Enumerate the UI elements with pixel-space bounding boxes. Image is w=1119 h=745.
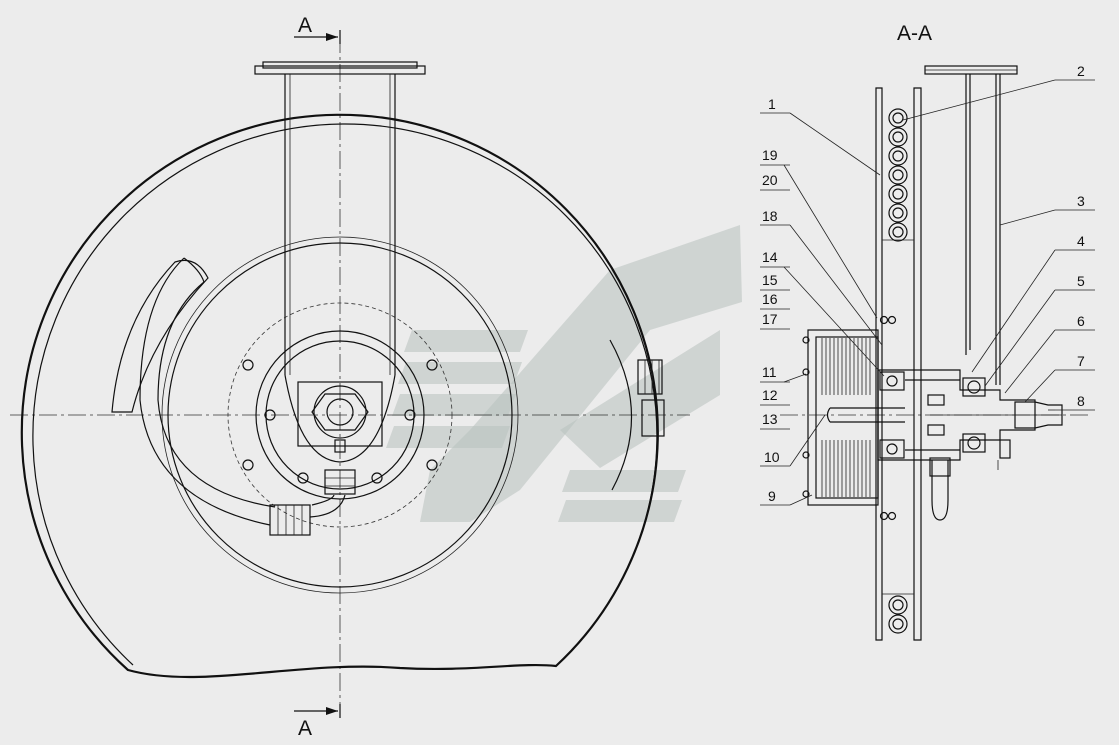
- callout-20: 20: [762, 172, 778, 188]
- bottom-fitting: [324, 469, 356, 495]
- callout-10: 10: [764, 449, 780, 465]
- callout-11: 11: [762, 364, 777, 380]
- section-arrow-top: A: [294, 14, 341, 44]
- callout-16: 16: [762, 291, 778, 307]
- hose-coils-bottom: [888, 595, 908, 634]
- section-view: [780, 65, 1090, 641]
- reel-outer-disc: [20, 113, 659, 679]
- callout-1: 1: [768, 96, 776, 112]
- callout-13: 13: [762, 411, 778, 427]
- callout-5: 5: [1077, 273, 1085, 289]
- callout-7: 7: [1077, 353, 1085, 369]
- callout-6: 6: [1077, 313, 1085, 329]
- top-flange: [254, 65, 426, 75]
- callout-19: 19: [762, 147, 778, 163]
- callout-9: 9: [768, 488, 776, 504]
- callout-14: 14: [762, 249, 778, 265]
- side-fitting-upper: [637, 359, 663, 395]
- section-title: A-A: [897, 22, 932, 45]
- section-letter-bottom: A: [298, 717, 312, 740]
- callout-18: 18: [762, 208, 778, 224]
- hose-coils-top: [888, 108, 908, 242]
- hub-shaft: [877, 369, 1036, 461]
- hose: [139, 257, 271, 526]
- hub-disc: [167, 242, 513, 588]
- callout-15: 15: [762, 272, 778, 288]
- callout-8: 8: [1077, 393, 1085, 409]
- callout-3: 3: [1077, 193, 1085, 209]
- center-bracket: [297, 381, 383, 447]
- callout-2: 2: [1077, 63, 1085, 79]
- hub-bolts: [242, 359, 438, 484]
- section-arrow-bottom: A: [294, 704, 341, 740]
- callout-17: 17: [762, 311, 778, 327]
- side-fitting-lower: [641, 399, 665, 437]
- spring-housing: [807, 329, 879, 506]
- watermark-logo: [386, 225, 742, 522]
- spring-coils: [821, 338, 871, 497]
- callout-4: 4: [1077, 233, 1085, 249]
- section-letter-top: A: [298, 14, 312, 37]
- front-view: [10, 35, 690, 710]
- center-nut: [311, 393, 369, 431]
- disc-slot: [111, 259, 209, 413]
- callout-12: 12: [762, 387, 778, 403]
- hose-coupling: [269, 504, 311, 536]
- callouts: 2 3 4 5 6 7 8 1 19 20 18 14 15 16: [760, 63, 1095, 506]
